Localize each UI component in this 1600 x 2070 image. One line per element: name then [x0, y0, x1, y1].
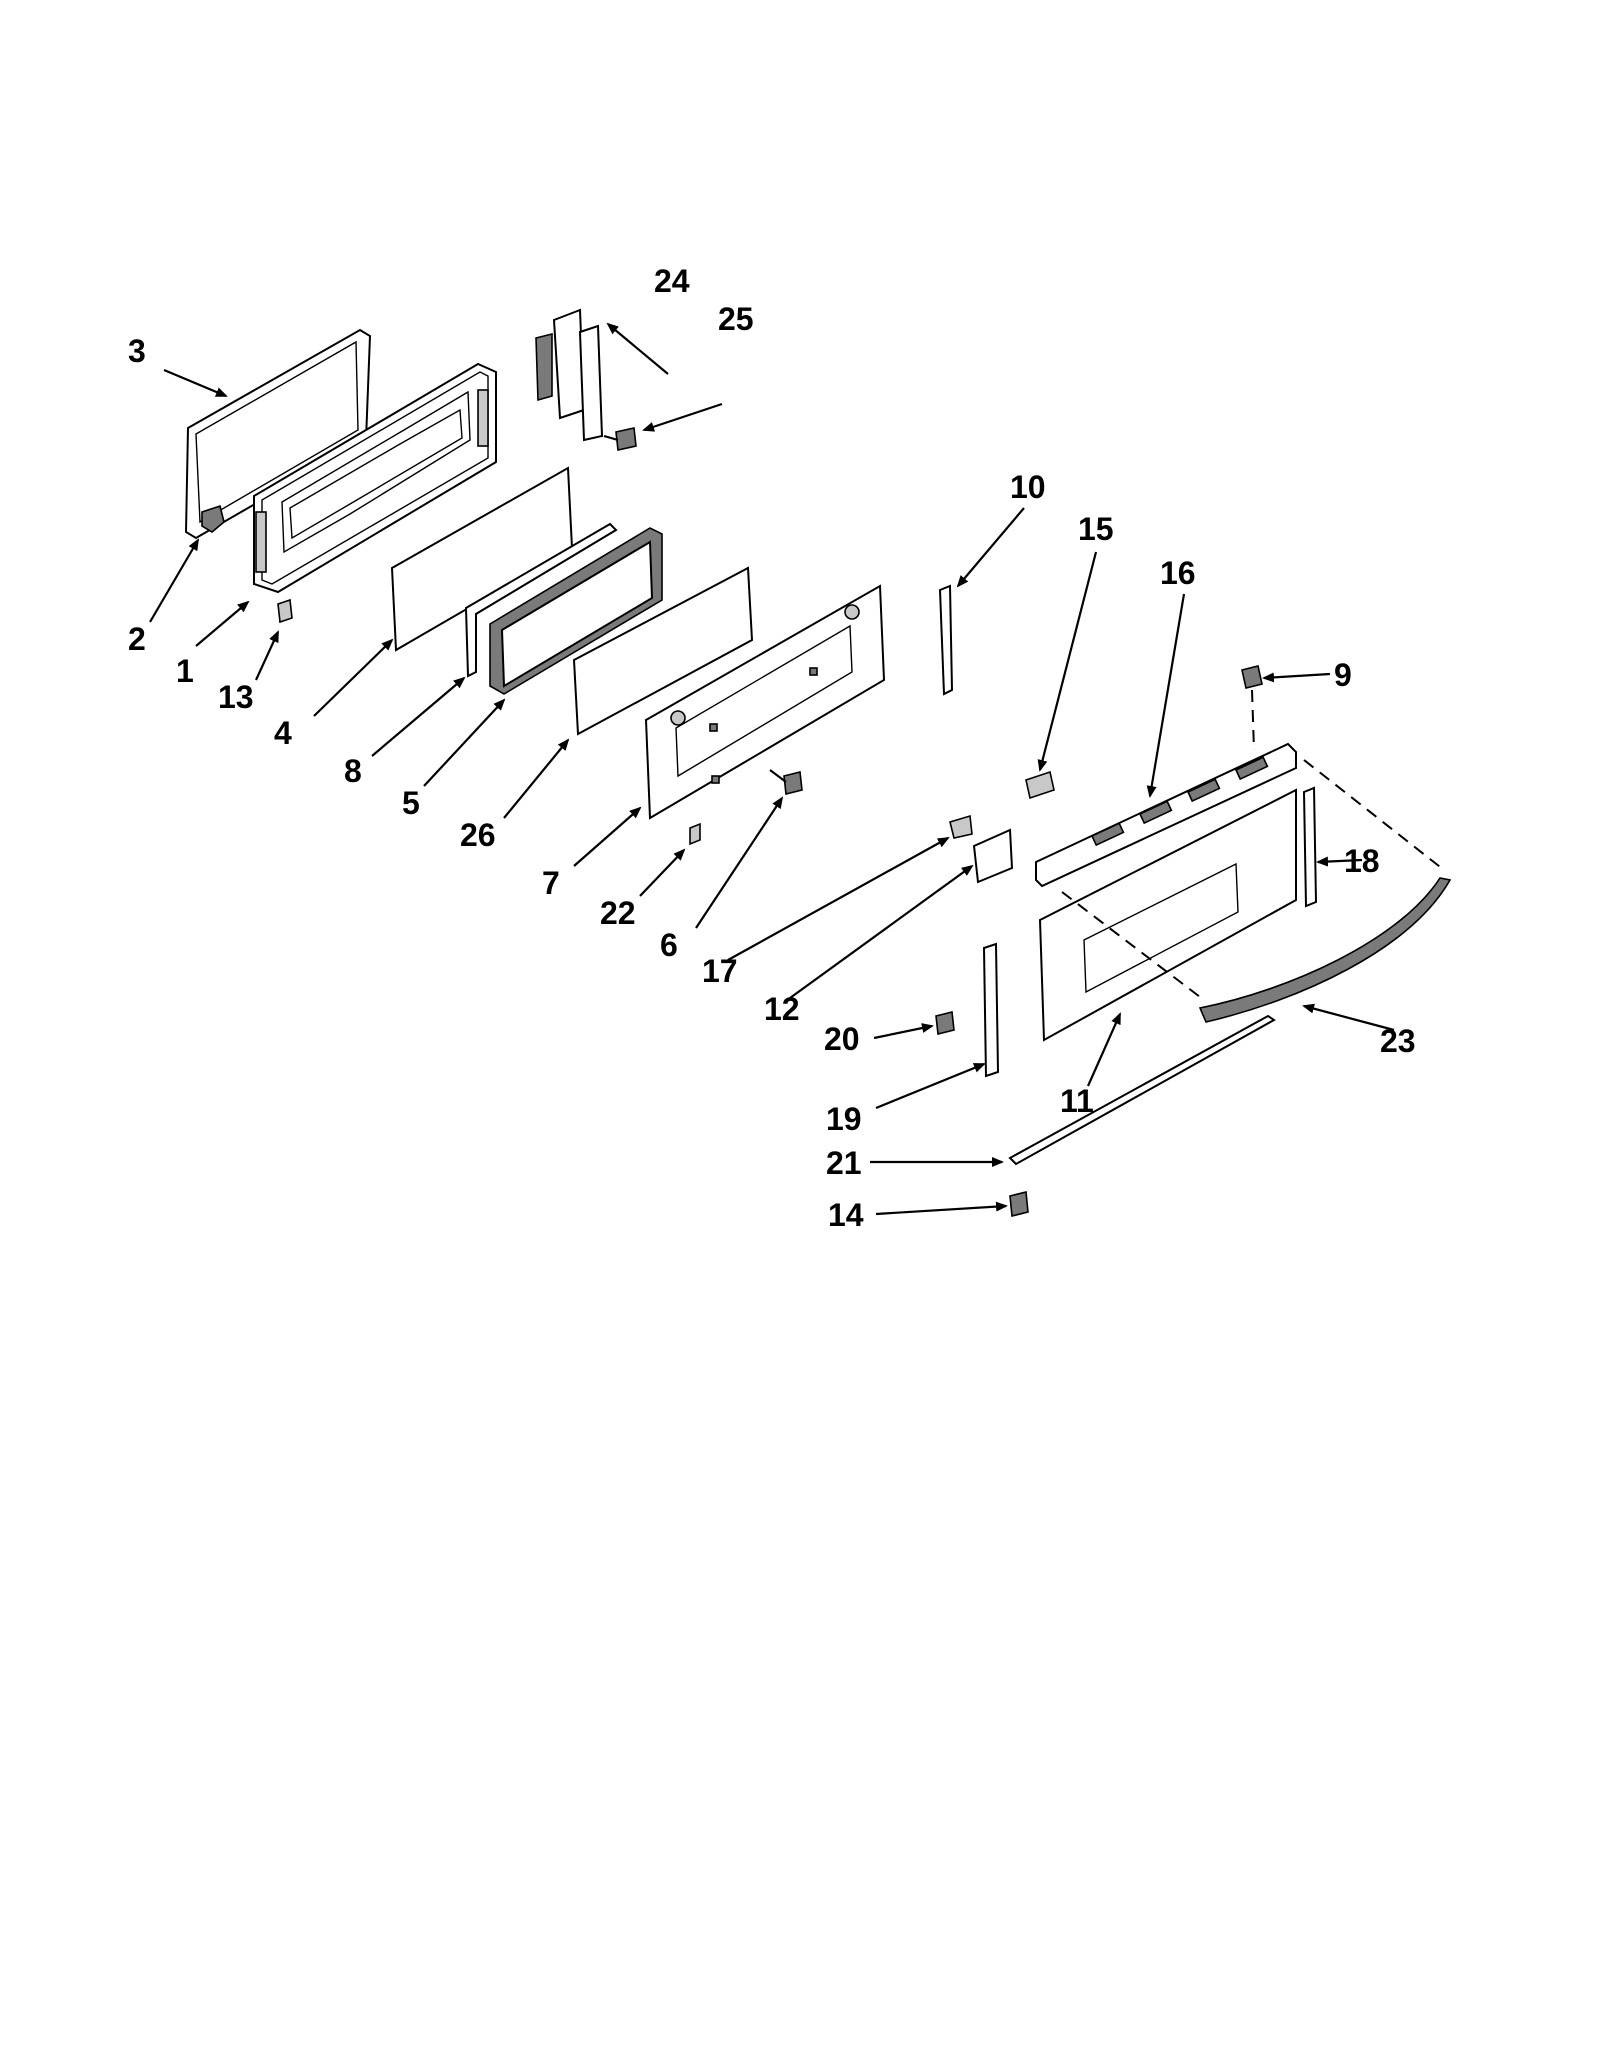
callout-4: 4: [274, 715, 292, 751]
leader-26: [503, 738, 570, 819]
callout-labels: 3 2 1 13 4 8 5 26 7 22 6 24 25 10 15 16 …: [128, 263, 1416, 1233]
leader-9: [1262, 672, 1331, 683]
leader-20: [873, 1023, 934, 1040]
callout-26: 26: [460, 817, 496, 853]
leader-1: [195, 600, 250, 647]
callout-1: 1: [176, 653, 194, 689]
callout-5: 5: [402, 785, 420, 821]
callout-21: 21: [826, 1145, 862, 1181]
leader-13: [255, 630, 279, 681]
part-1-inner-door-frame: [253, 362, 497, 594]
leader-16: [1146, 593, 1186, 798]
leader-2: [149, 538, 200, 623]
callout-20: 20: [824, 1021, 860, 1057]
part-11-outer-door: [1038, 788, 1297, 1042]
leader-12: [789, 864, 974, 999]
part-20-screw: [935, 1011, 955, 1035]
part-17-screw: [949, 814, 973, 839]
callout-7: 7: [542, 865, 560, 901]
part-5-glass-pack: [489, 527, 663, 695]
part-25-screw: [603, 427, 637, 451]
leader-11: [1086, 1012, 1122, 1087]
callout-18: 18: [1344, 843, 1380, 879]
part-2-bumper: [201, 504, 225, 533]
leader-18: [1316, 856, 1363, 867]
callout-3: 3: [128, 333, 146, 369]
part-3-door-gasket: [184, 328, 372, 540]
part-23-handle: [1061, 759, 1452, 1023]
part-7-door-liner: [644, 584, 886, 820]
callout-22: 22: [600, 895, 636, 931]
leader-lines: [149, 322, 1395, 1216]
callout-10: 10: [1010, 469, 1046, 505]
callout-14: 14: [828, 1197, 864, 1233]
leader-14: [875, 1201, 1008, 1216]
part-16-vent-trim: [1035, 742, 1297, 888]
callout-13: 13: [218, 679, 254, 715]
callout-12: 12: [764, 991, 800, 1027]
callout-23: 23: [1380, 1023, 1416, 1059]
leader-25: [642, 402, 723, 432]
part-22-spacer: [689, 822, 701, 846]
callout-19: 19: [826, 1101, 862, 1137]
callout-17: 17: [702, 953, 738, 989]
callout-25: 25: [718, 301, 754, 337]
part-18-side-trim: [1302, 786, 1318, 908]
part-13-spacer: [277, 598, 293, 624]
leader-3: [163, 368, 228, 398]
leader-24: [606, 322, 669, 375]
part-10-bracket: [938, 584, 954, 696]
part-9-screw: [1241, 665, 1263, 751]
part-12-hinge-bracket: [972, 828, 1014, 884]
leader-19: [875, 1062, 986, 1110]
leader-8: [371, 676, 466, 757]
callout-11: 11: [1060, 1083, 1094, 1119]
leader-4: [313, 638, 394, 717]
part-8-glass-spacer: [464, 522, 618, 678]
leader-22: [639, 848, 686, 897]
callout-16: 16: [1160, 555, 1196, 591]
part-24-hinge: [535, 308, 604, 442]
leader-5: [423, 698, 506, 787]
leader-7: [573, 806, 642, 867]
callout-15: 15: [1078, 511, 1114, 547]
part-14-screw: [1009, 1190, 1029, 1218]
callout-2: 2: [128, 621, 146, 657]
leader-23: [1302, 1003, 1395, 1032]
leader-15: [1037, 551, 1098, 772]
callout-24: 24: [654, 263, 690, 299]
leader-6: [695, 796, 784, 929]
part-21-bottom-trim: [1008, 1014, 1276, 1166]
callout-9: 9: [1334, 657, 1352, 693]
part-26-outer-glass: [572, 566, 754, 736]
part-19-side-trim: [982, 942, 1000, 1078]
callout-6: 6: [660, 927, 678, 963]
part-6-screw: [769, 769, 803, 795]
leader-17: [727, 837, 950, 961]
part-15-screw: [1025, 770, 1055, 800]
callout-8: 8: [344, 753, 362, 789]
leader-10: [956, 507, 1025, 588]
